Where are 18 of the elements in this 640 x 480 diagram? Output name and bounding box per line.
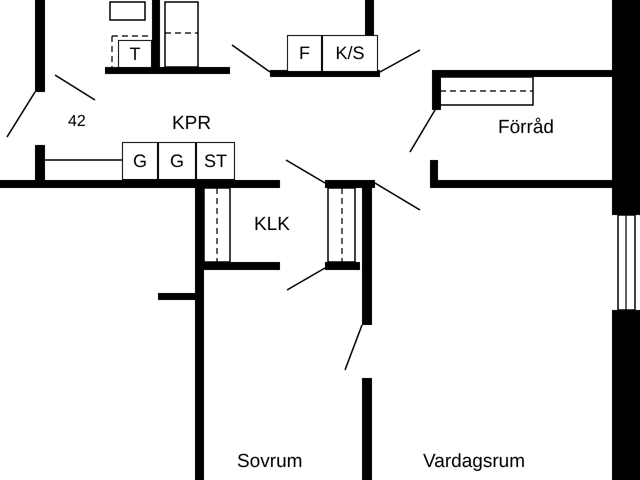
fixture-label: G [132,150,147,172]
room-label: Förråd [498,117,554,139]
fixture-box [287,35,322,72]
fixture-box [196,142,235,180]
room-label: Sovrum [237,451,302,473]
fixture-label: G [170,150,184,172]
fixture-box [322,35,378,72]
room-label: KPR [172,113,212,135]
fixture-box [158,142,196,180]
fixture-label: F [299,43,310,64]
fixture-label: T [130,44,140,64]
room-label: Vardagsrum [423,451,526,473]
fixture-label: K/S [335,43,364,64]
fixture-label: ST [204,150,227,172]
room-label: KLK [254,214,290,236]
fixture-box [118,40,152,68]
fixture-box [122,142,158,180]
room-label: 42 [68,113,86,131]
